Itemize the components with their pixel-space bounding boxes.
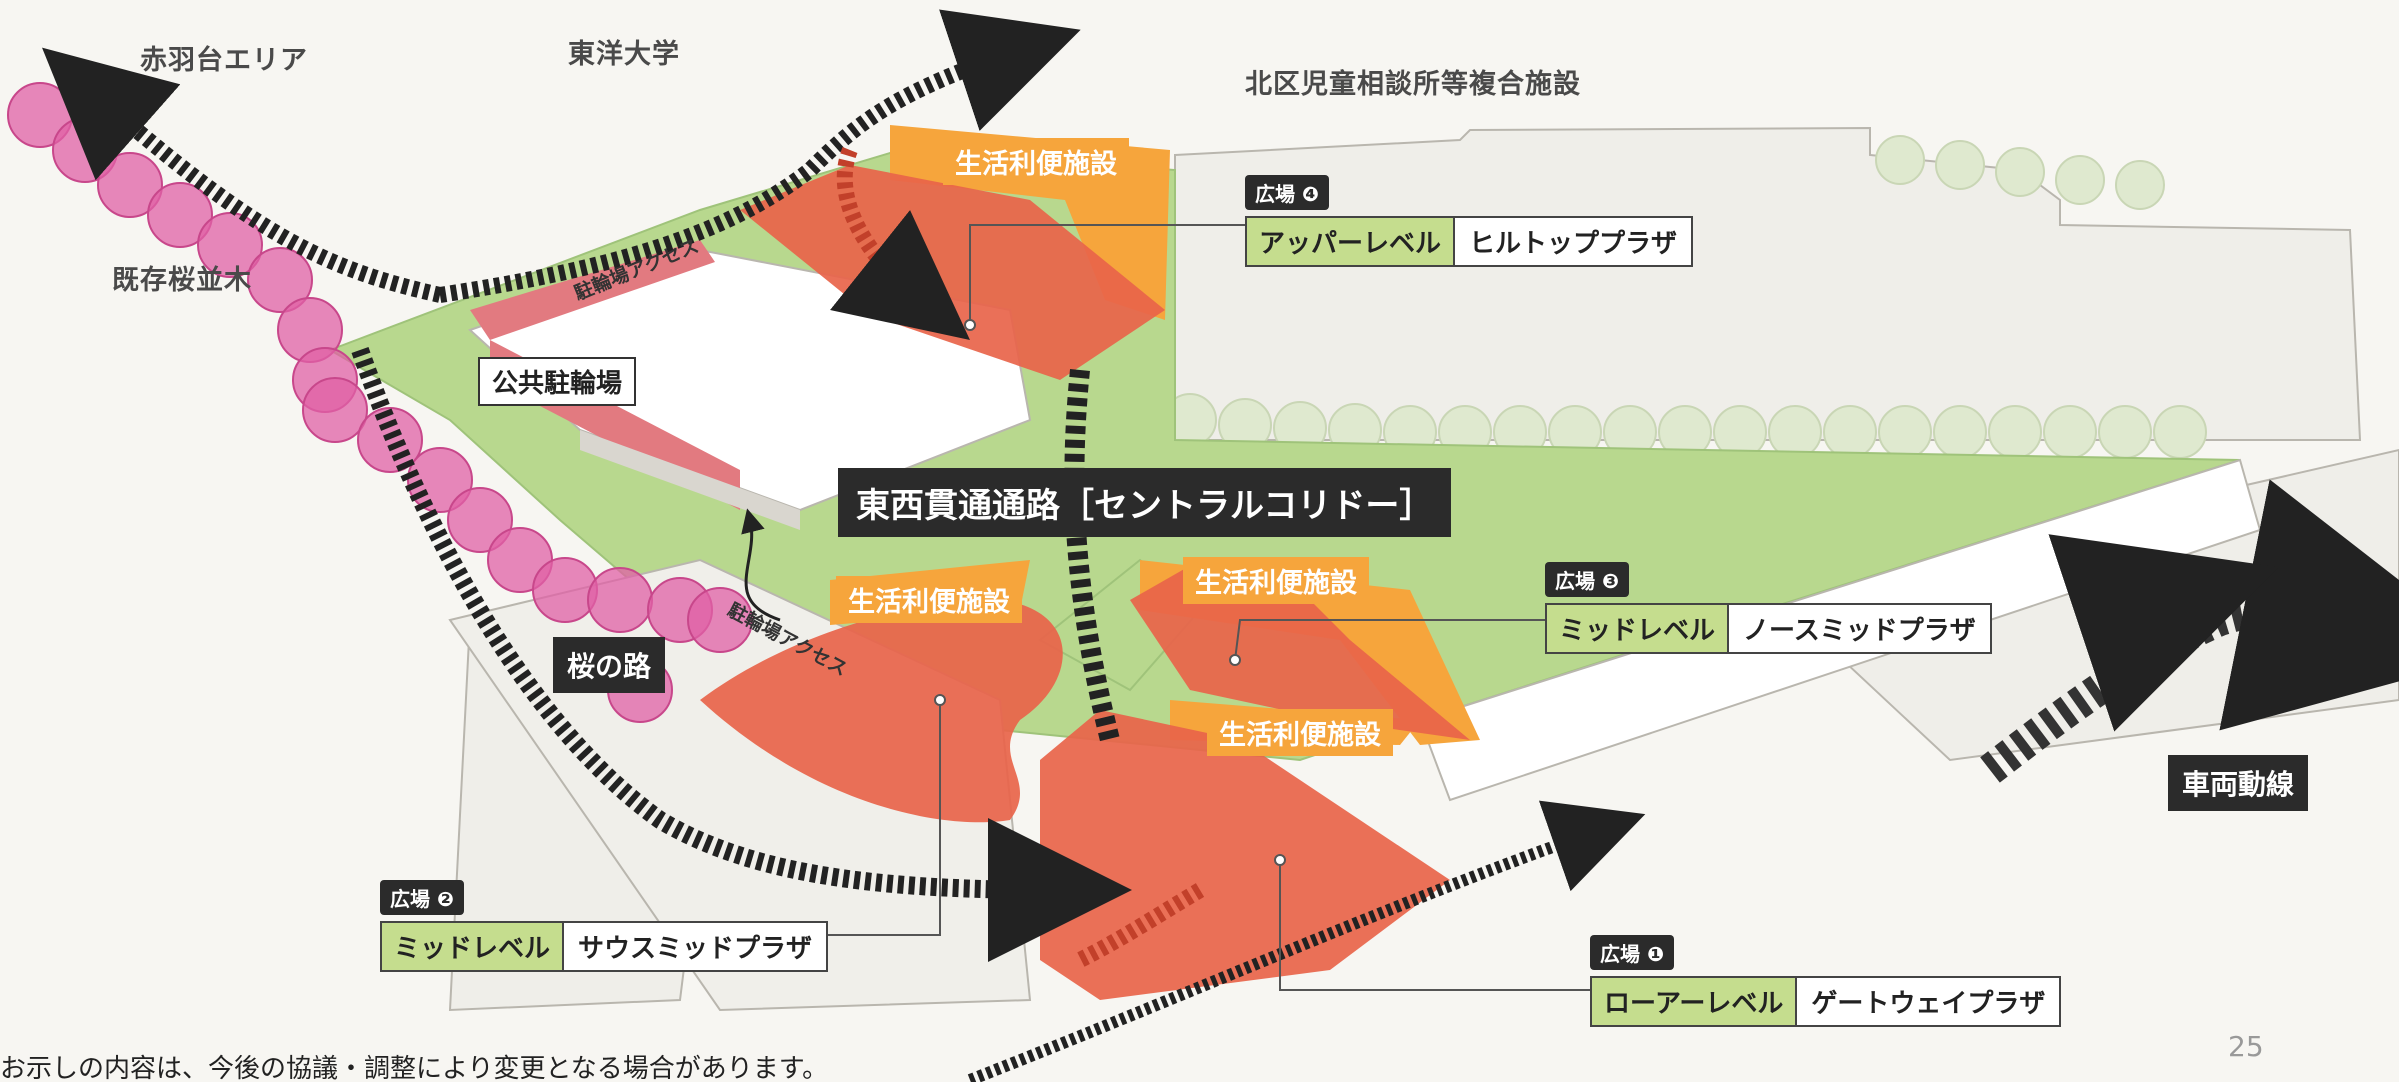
tree-row	[1163, 135, 2207, 459]
plaza-3-name: ノースミッドプラザ	[1743, 616, 1976, 646]
plaza-3-tag: 広場 ❸	[1545, 562, 1629, 597]
plaza-2-row: ミッドレベル サウスミッドプラザ	[380, 921, 829, 972]
plaza-3-area	[1130, 560, 1470, 740]
plaza-2-area	[700, 600, 1063, 823]
area-sakura-trees: 既存桜並木	[112, 265, 252, 296]
plaza-1-name: ゲートウェイプラザ	[1811, 989, 2046, 1019]
plaza-4-row: アッパーレベル ヒルトッププラザ	[1245, 216, 1694, 267]
plaza-1-row: ローアーレベル ゲートウェイプラザ	[1590, 976, 2062, 1027]
label-vehicle-route: 車両動線	[2168, 755, 2309, 811]
label-facility-top: 生活利便施設	[943, 138, 1129, 185]
plaza-3-callout: 広場 ❸ ミッドレベル ノースミッドプラザ	[1545, 562, 1992, 654]
route-north-top	[438, 9, 1081, 303]
leader-lines	[810, 224, 1590, 991]
label-facility-mid-left: 生活利便施設	[836, 576, 1022, 623]
plaza-2-level: ミッドレベル	[382, 923, 565, 970]
label-facility-lower: 生活利便施設	[1207, 709, 1393, 756]
plaza-1-callout: 広場 ❶ ローアーレベル ゲートウェイプラザ	[1590, 935, 2062, 1027]
label-facility-mid-right: 生活利便施設	[1183, 557, 1369, 604]
label-central-corridor: 東西貫通通路［セントラルコリドー］	[838, 468, 1452, 537]
route-south-east	[967, 800, 1646, 1082]
plaza-4-tag: 広場 ❹	[1245, 175, 1329, 210]
page-number: 25	[2228, 1030, 2264, 1063]
route-vehicle-2	[2048, 534, 2279, 732]
plaza-1-tag: 広場 ❶	[1590, 935, 1674, 970]
route-corridor	[1064, 369, 1120, 743]
route-sakura-path	[351, 347, 1132, 962]
route-bike-access	[741, 508, 781, 622]
plaza-4-callout: 広場 ❹ アッパーレベル ヒルトッププラザ	[1245, 175, 1694, 267]
area-akabanedai: 赤羽台エリア	[140, 45, 308, 76]
plaza-2-tag: 広場 ❷	[380, 880, 464, 915]
plaza-2-name: サウスミッドプラザ	[578, 934, 813, 964]
footnote: お示しの内容は、今後の協議・調整により変更となる場合があります。	[0, 1054, 829, 1082]
label-public-bike-parking: 公共駐輪場	[478, 357, 637, 406]
plaza-4-name: ヒルトッププラザ	[1469, 229, 1678, 259]
label-sakura-path: 桜の路	[553, 637, 666, 693]
route-plaza-inner	[830, 147, 970, 340]
plaza-3-level: ミッドレベル	[1547, 605, 1730, 652]
plaza-2-callout: 広場 ❷ ミッドレベル サウスミッドプラザ	[380, 880, 829, 972]
route-plaza-south	[1076, 883, 1205, 968]
routes	[42, 9, 2399, 1082]
plaza-4-level: アッパーレベル	[1247, 218, 1456, 265]
plaza-3-row: ミッドレベル ノースミッドプラザ	[1545, 603, 1992, 654]
area-kita-facility: 北区児童相談所等複合施設	[1245, 69, 1581, 100]
plaza-1-level: ローアーレベル	[1592, 978, 1798, 1025]
sakura-trees	[7, 82, 753, 723]
area-toyo-university: 東洋大学	[568, 39, 680, 70]
